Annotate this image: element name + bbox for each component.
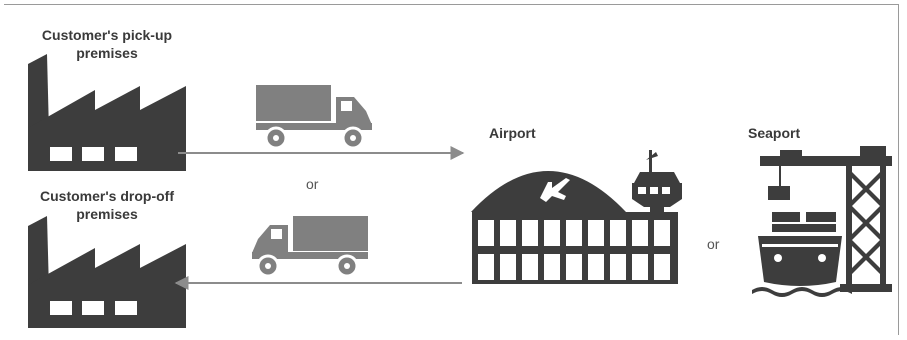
pickup-factory-icon: [28, 54, 186, 171]
truck-right-icon: [256, 85, 372, 148]
truck-left-icon: [252, 216, 368, 276]
airport-terminal-icon: [471, 150, 682, 284]
ship-crane-icon: [752, 146, 892, 297]
dropoff-factory-icon: [28, 216, 186, 328]
